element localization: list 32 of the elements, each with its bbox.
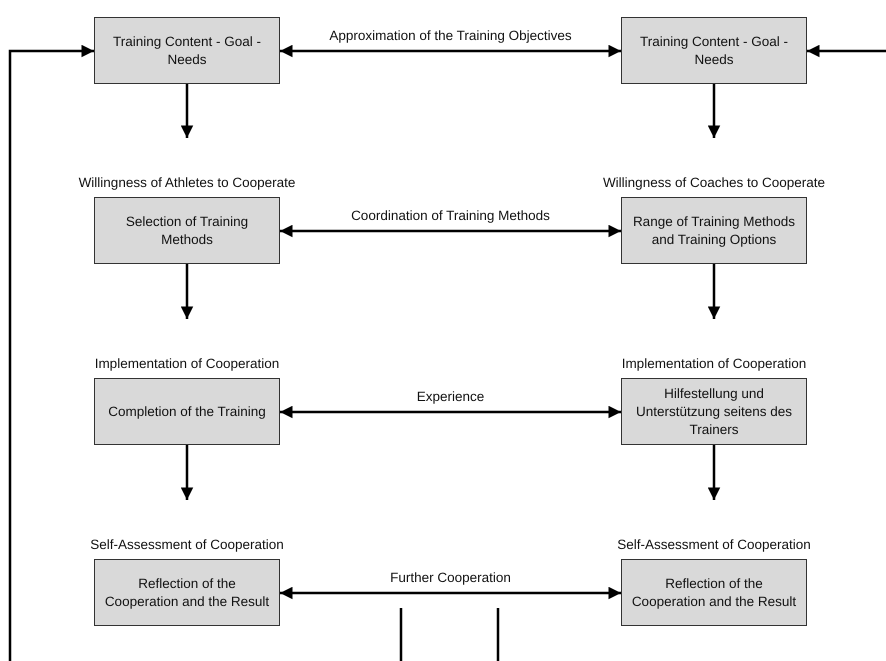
arrow xyxy=(280,224,621,238)
stage-heading: Self-Assessment of Cooperation xyxy=(89,536,285,554)
edge-label-text: Further Cooperation xyxy=(388,570,513,585)
box-label: Completion of the Training xyxy=(108,402,266,420)
arrow xyxy=(180,445,194,500)
arrow xyxy=(8,44,94,661)
arrow xyxy=(708,84,720,138)
stage-heading: Willingness of Athletes to Cooperate xyxy=(78,174,296,192)
edge-label-text: Approximation of the Training Objectives xyxy=(327,28,574,43)
arrow xyxy=(180,84,194,138)
stage-heading: Willingness of Coaches to Cooperate xyxy=(602,174,826,192)
box-label: Selection of Training Methods xyxy=(124,212,250,248)
process-box xyxy=(94,17,280,84)
box-label: Range of Training Methods and Training Options xyxy=(632,212,796,248)
arrow xyxy=(280,44,621,58)
stage-heading: Implementation of Cooperation xyxy=(620,355,808,373)
arrow xyxy=(280,586,621,600)
process-box xyxy=(621,17,807,84)
edge-label-text: Coordination of Training Methods xyxy=(349,208,552,223)
arrow xyxy=(280,406,621,418)
arrow xyxy=(180,264,194,319)
stage-heading: Self-Assessment of Cooperation xyxy=(616,536,812,554)
box-label: Reflection of the Cooperation and the Result xyxy=(104,574,270,610)
arrow xyxy=(708,264,720,319)
box-label: Training Content - Goal - Needs xyxy=(112,32,262,68)
arrow xyxy=(708,445,720,500)
stage-heading: Implementation of Cooperation xyxy=(94,355,280,373)
box-label: Hilfestellung und Unterstützung seitens des Trainers xyxy=(634,384,794,438)
edge-label-text: Experience xyxy=(414,389,486,404)
arrow xyxy=(807,44,886,58)
box-label: Reflection of the Cooperation and the Result xyxy=(630,574,798,610)
box-label: Training Content - Goal - Needs xyxy=(638,32,790,68)
